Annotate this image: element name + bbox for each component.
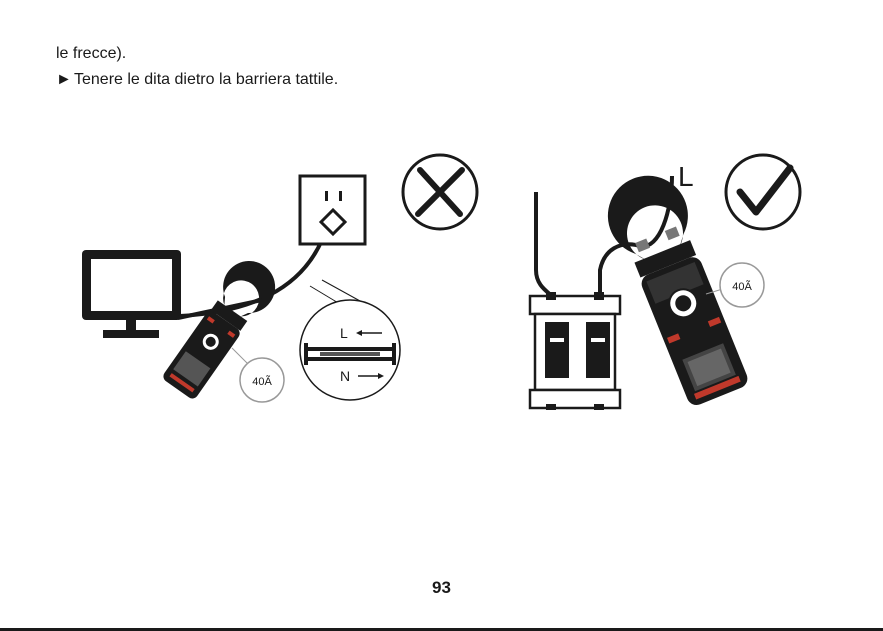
range-label: 40Ã <box>252 375 272 388</box>
wire-label-live: L <box>340 325 348 341</box>
cable-detail-magnifier: L N <box>300 300 400 400</box>
page-number: 93 <box>0 578 883 598</box>
wall-socket-icon <box>300 176 365 244</box>
wire-label-neutral: N <box>340 368 350 384</box>
correct-measurement-figure: L 40Ã <box>530 155 800 411</box>
cross-icon <box>403 155 477 229</box>
check-icon <box>726 155 800 229</box>
wire-label-live-right: L <box>678 161 694 192</box>
monitor-icon <box>82 250 181 338</box>
range-label-right: 40Ã <box>732 280 752 293</box>
incorrect-measurement-figure: 40Ã L N <box>82 155 477 404</box>
circuit-breaker-icon <box>530 292 620 410</box>
